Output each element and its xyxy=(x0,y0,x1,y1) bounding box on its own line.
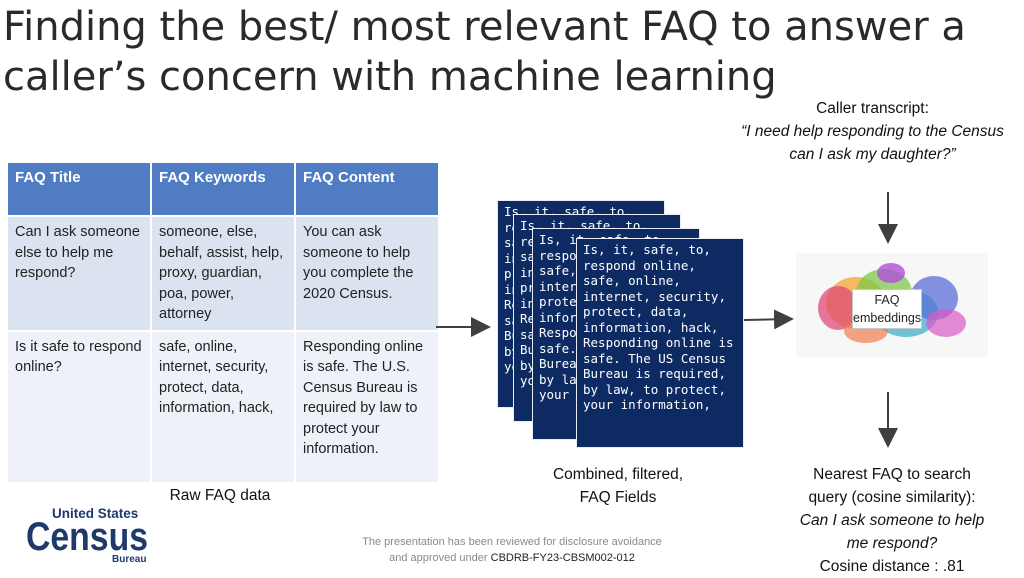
fields-card-4: Is, it, safe, to, respond online, safe, … xyxy=(576,238,744,448)
fields-caption: Combined, filtered, FAQ Fields xyxy=(520,463,716,509)
cell-content: You can ask someone to help you complete… xyxy=(294,215,440,332)
caller-label: Caller transcript: xyxy=(816,100,929,117)
approval-code: CBDRB-FY23-CBSM002-012 xyxy=(490,552,635,564)
embeddings-label-line-2: embeddings xyxy=(853,311,922,325)
faq-embeddings-label: FAQ embeddings xyxy=(852,289,922,329)
cell-title: Can I ask someone else to help me respon… xyxy=(6,215,152,332)
header-faq-content: FAQ Content xyxy=(294,161,440,217)
header-faq-title: FAQ Title xyxy=(6,161,152,217)
logo-line-1: United States xyxy=(52,506,138,521)
faq-table: FAQ Title FAQ Keywords FAQ Content Can I… xyxy=(6,161,440,484)
table-row: Is it safe to respond online? safe, onli… xyxy=(6,329,440,484)
result-line-1: Nearest FAQ to search xyxy=(813,466,971,483)
cell-keywords: someone, else, behalf, assist, help, pro… xyxy=(150,215,296,332)
footer-line-1: The presentation has been reviewed for d… xyxy=(362,536,662,548)
fields-caption-line-2: FAQ Fields xyxy=(579,489,657,506)
result-line-4: me respond? xyxy=(846,535,938,552)
slide-title: Finding the best/ most relevant FAQ to a… xyxy=(3,2,1003,102)
raw-faq-caption: Raw FAQ data xyxy=(169,487,271,504)
faq-table-header-row: FAQ Title FAQ Keywords FAQ Content xyxy=(6,161,440,217)
footer-line-2: and approved under CBDRB-FY23-CBSM002-01… xyxy=(330,550,694,566)
title-line-2: caller’s concern with machine learning xyxy=(3,54,777,100)
title-line-1: Finding the best/ most relevant FAQ to a… xyxy=(3,4,966,50)
arrow-fields-to-embeddings xyxy=(743,309,794,330)
footer-line-2-prefix: and approved under xyxy=(389,552,488,564)
cell-content: Responding online is safe. The U.S. Cens… xyxy=(294,329,440,484)
embeddings-cloud-image xyxy=(818,263,966,343)
embeddings-label-line-1: FAQ xyxy=(874,293,900,307)
disclosure-footer: The presentation has been reviewed for d… xyxy=(330,534,694,566)
fields-caption-line-1: Combined, filtered, xyxy=(552,466,684,483)
cell-keywords: safe, online, internet, security, protec… xyxy=(150,329,296,484)
census-bureau-logo: United States Census Bureau xyxy=(26,503,154,565)
result-line-5: Cosine distance : .81 xyxy=(819,558,965,575)
caller-quote-line-2: can I ask my daughter?” xyxy=(789,146,956,163)
census-logo-image: United States Census Bureau xyxy=(26,506,148,565)
table-row: Can I ask someone else to help me respon… xyxy=(6,215,440,332)
cell-title: Is it safe to respond online? xyxy=(6,329,152,484)
result-line-2: query (cosine similarity): xyxy=(808,489,976,506)
result-line-3: Can I ask someone to help xyxy=(799,512,985,529)
nearest-faq-result: Nearest FAQ to search query (cosine simi… xyxy=(772,463,1012,578)
caller-transcript: Caller transcript: “I need help respondi… xyxy=(720,97,1024,166)
caller-quote-line-1: “I need help responding to the Census xyxy=(741,123,1004,140)
logo-line-3: Bureau xyxy=(112,554,146,563)
header-faq-keywords: FAQ Keywords xyxy=(150,161,296,217)
logo-line-2: Census xyxy=(26,515,148,559)
